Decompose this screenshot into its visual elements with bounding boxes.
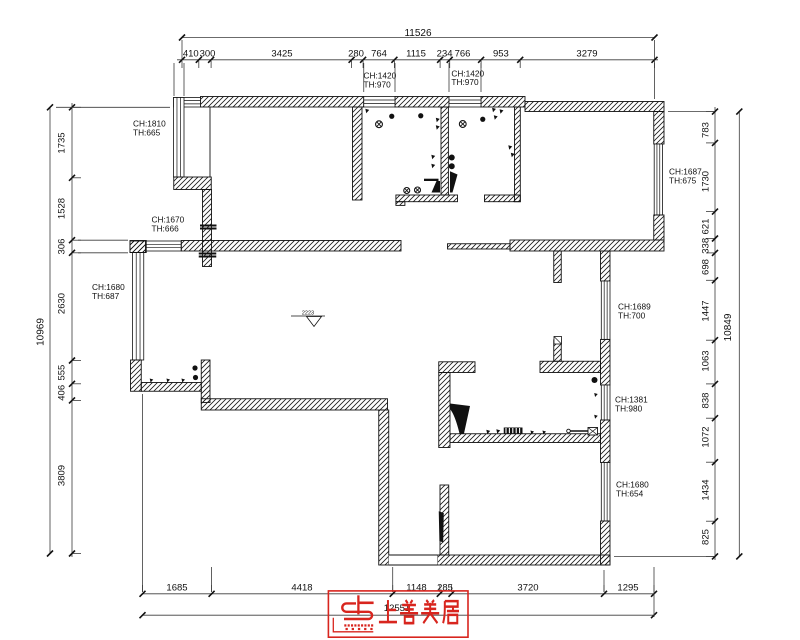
svg-text:TH:666: TH:666 (152, 223, 180, 233)
svg-text:10969: 10969 (36, 318, 47, 346)
svg-text:CH:1420: CH:1420 (364, 71, 397, 81)
svg-text:12551: 12551 (384, 603, 410, 614)
svg-text:1735: 1735 (57, 132, 68, 153)
svg-text:621: 621 (701, 219, 712, 235)
svg-text:TH:970: TH:970 (451, 77, 479, 87)
svg-text:953: 953 (493, 48, 509, 59)
svg-text:698: 698 (701, 259, 712, 275)
svg-text:838: 838 (701, 393, 712, 409)
svg-text:338: 338 (701, 238, 712, 254)
svg-text:1072: 1072 (701, 426, 712, 447)
svg-text:3279: 3279 (576, 48, 597, 59)
svg-text:306: 306 (57, 239, 68, 255)
svg-text:2630: 2630 (57, 293, 68, 314)
svg-text:280: 280 (348, 48, 364, 59)
svg-text:2223: 2223 (302, 311, 314, 317)
svg-text:TH:675: TH:675 (669, 175, 697, 185)
svg-text:TH:654: TH:654 (616, 488, 644, 498)
svg-text:825: 825 (701, 529, 712, 545)
svg-text:CH:1420: CH:1420 (451, 68, 484, 78)
svg-text:1295: 1295 (617, 582, 638, 593)
svg-text:410: 410 (183, 48, 199, 59)
svg-text:1730: 1730 (701, 171, 712, 192)
svg-text:406: 406 (57, 385, 68, 401)
svg-text:TH:687: TH:687 (92, 291, 120, 301)
svg-text:TH:700: TH:700 (618, 310, 646, 320)
svg-text:CH:1687: CH:1687 (669, 167, 702, 177)
svg-text:11526: 11526 (404, 28, 432, 39)
svg-text:1115: 1115 (406, 48, 426, 59)
svg-text:1063: 1063 (701, 350, 712, 371)
svg-text:1528: 1528 (57, 198, 68, 219)
svg-text:766: 766 (455, 48, 471, 59)
svg-text:CH:1680: CH:1680 (616, 480, 649, 490)
svg-text:CH:1689: CH:1689 (618, 302, 651, 312)
svg-text:CH:1810: CH:1810 (133, 119, 166, 129)
svg-text:CH:1680: CH:1680 (92, 282, 125, 292)
svg-text:1148: 1148 (406, 582, 426, 593)
svg-text:764: 764 (371, 48, 387, 59)
svg-text:1447: 1447 (701, 300, 712, 321)
svg-text:1434: 1434 (701, 479, 712, 500)
svg-text:285: 285 (437, 582, 453, 593)
svg-text:TH:980: TH:980 (615, 403, 643, 413)
svg-text:3809: 3809 (57, 465, 68, 486)
svg-text:783: 783 (701, 122, 712, 138)
svg-text:TH:970: TH:970 (364, 79, 392, 89)
svg-text:3425: 3425 (271, 48, 292, 59)
svg-text:1685: 1685 (166, 582, 187, 593)
svg-text:CH:1670: CH:1670 (152, 215, 185, 225)
svg-text:3720: 3720 (517, 582, 538, 593)
svg-text:CH:1381: CH:1381 (615, 395, 648, 405)
svg-text:300: 300 (200, 48, 216, 59)
svg-text:234: 234 (437, 48, 453, 59)
svg-text:10849: 10849 (723, 313, 734, 341)
svg-text:4418: 4418 (291, 582, 312, 593)
svg-text:TH:665: TH:665 (133, 127, 161, 137)
svg-text:555: 555 (57, 365, 68, 381)
